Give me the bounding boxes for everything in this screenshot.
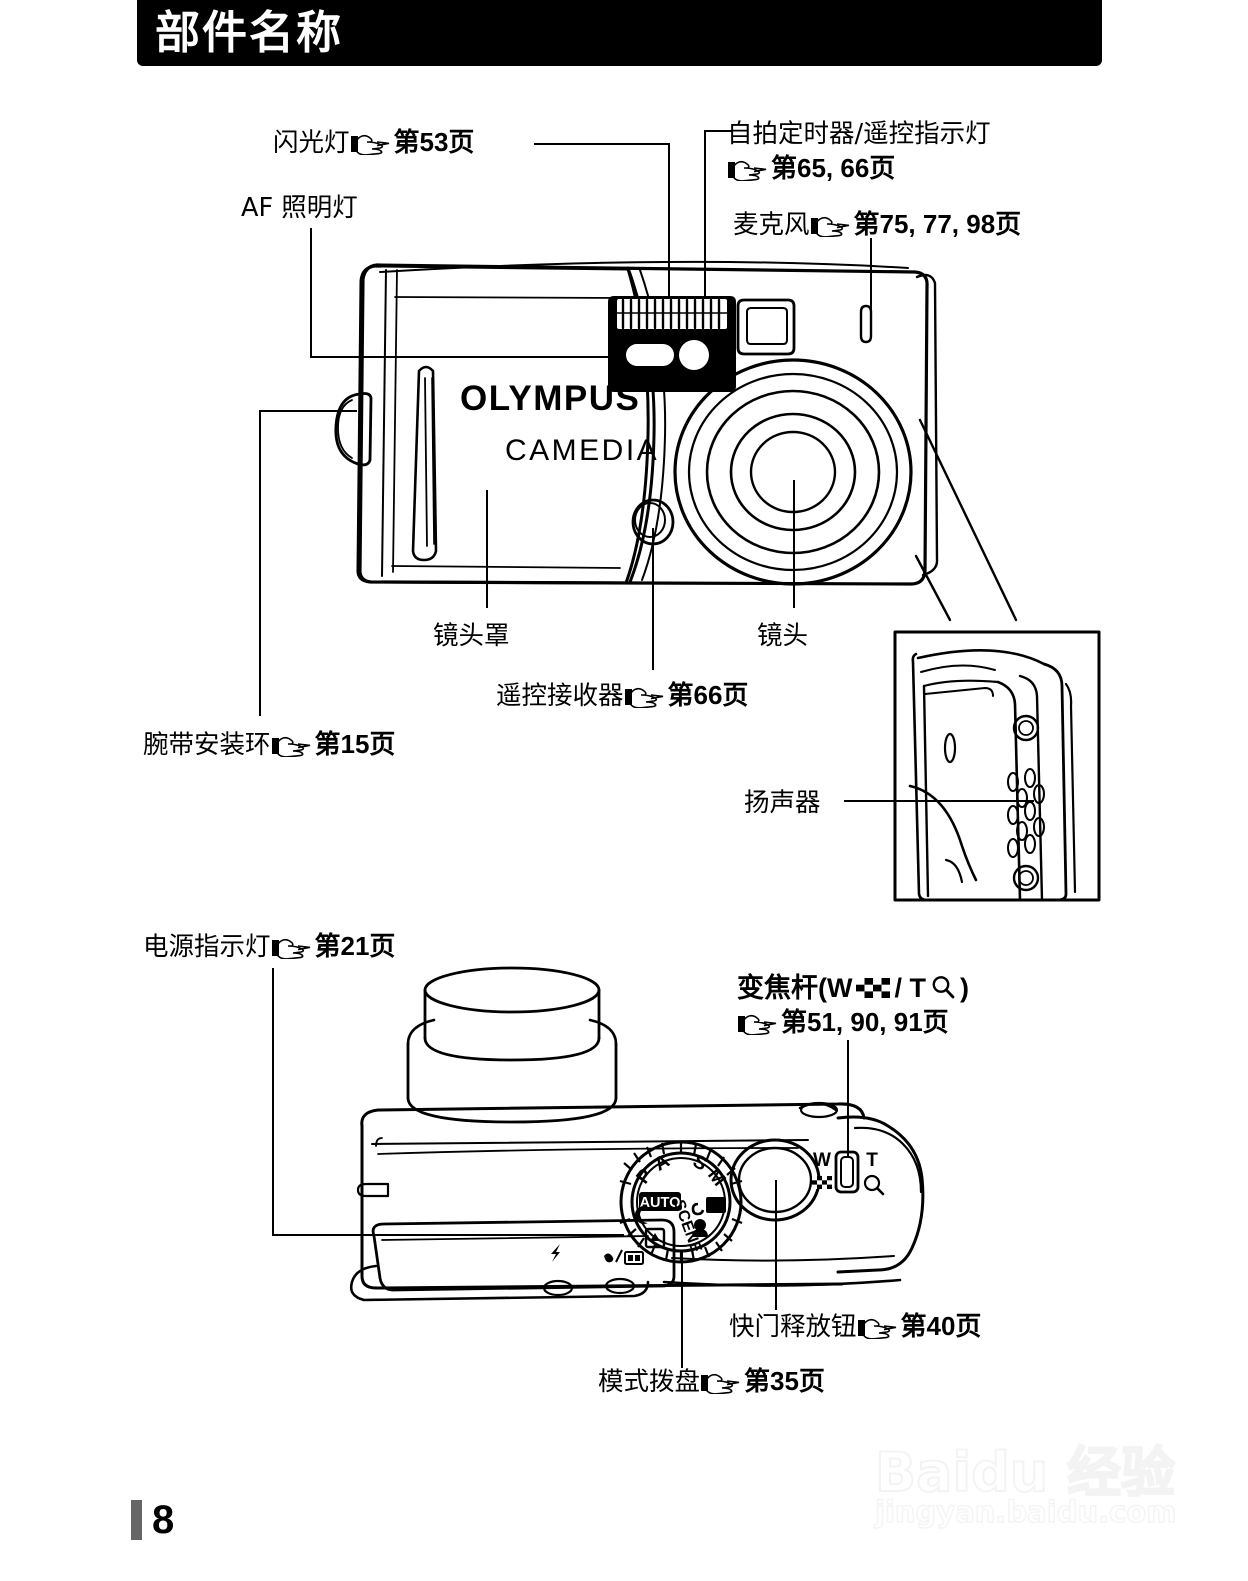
label-remote-receiver: 遥控接收器 第66页	[496, 679, 748, 717]
mode-movie-icon	[691, 1197, 726, 1216]
leader-af-v	[310, 228, 312, 358]
pointing-hand-icon	[810, 213, 851, 246]
label-zoom-lever-page-line: 第51, 90, 91页	[737, 1006, 949, 1044]
zoom-lever-t-label: T	[866, 1150, 878, 1171]
mode-auto-label: AUTO	[640, 1195, 681, 1211]
index-display-icon	[856, 976, 891, 1009]
page-header-banner: 部件名称	[137, 0, 1102, 66]
leader-selftimer-h	[704, 130, 732, 132]
pointing-hand-icon	[738, 1011, 778, 1044]
label-zoom-lever-mid: / T	[894, 973, 926, 1003]
magnifier-icon	[930, 974, 956, 1009]
mode-dial: AUTO P A S M SCENE	[619, 1140, 743, 1264]
leader-lens-cover-v	[486, 490, 488, 608]
leader-selftimer-v	[704, 130, 706, 310]
label-selftimer-text: 自拍定时器/遥控指示灯	[727, 119, 991, 149]
mode-scene-label: SCENE	[670, 1198, 705, 1256]
label-selftimer-page-line: 第65, 66页	[727, 152, 895, 190]
brand-olympus: OLYMPUS	[460, 379, 640, 418]
leader-af-h	[310, 356, 650, 358]
leader-power-lamp-h	[272, 1234, 624, 1236]
pointing-hand-icon	[728, 157, 768, 190]
speaker-grille	[1007, 768, 1045, 858]
label-selftimer-page: 第65, 66页	[771, 153, 896, 183]
mode-playback-icon	[644, 1227, 666, 1249]
label-mode-dial-text: 模式拨盘	[598, 1367, 701, 1397]
magnifier-icon-art	[863, 1174, 885, 1196]
leader-flash-h	[534, 143, 670, 145]
label-power-lamp-text: 电源指示灯	[143, 932, 271, 962]
watermark-main-text: Baidu 经验	[874, 1440, 1176, 1505]
label-mode-dial: 模式拨盘 第35页	[598, 1365, 825, 1403]
label-shutter-button-text: 快门释放钮	[729, 1312, 857, 1342]
label-strap-eyelet-page: 第15页	[314, 729, 396, 759]
rear-button-glyphs	[551, 1244, 644, 1265]
pointing-hand-icon	[701, 1370, 741, 1403]
zoom-lever-w-label: W	[813, 1150, 831, 1171]
label-microphone-text: 麦克风	[733, 210, 810, 240]
mode-a-label: A	[651, 1151, 674, 1176]
index-display-icon-art	[812, 1176, 832, 1189]
page-number: 8	[152, 1498, 175, 1542]
mode-portrait-icon	[692, 1219, 708, 1237]
brand-camedia: CAMEDIA	[505, 434, 659, 467]
leader-power-lamp-v	[272, 968, 274, 1236]
label-remote-receiver-text: 遥控接收器	[496, 681, 624, 711]
mode-p-label: P	[632, 1165, 657, 1188]
label-mode-dial-page: 第35页	[744, 1366, 825, 1396]
label-shutter-button: 快门释放钮 第40页	[729, 1310, 981, 1348]
label-power-lamp: 电源指示灯 第21页	[143, 930, 395, 968]
mode-m-label: M	[703, 1165, 729, 1190]
label-flash-text: 闪光灯	[273, 128, 350, 158]
leader-zoom-lever-v	[847, 1040, 849, 1158]
leader-speaker-h	[844, 800, 1034, 802]
label-zoom-lever-page: 第51, 90, 91页	[781, 1007, 949, 1037]
pointing-hand-icon	[857, 1315, 898, 1348]
mode-s-label: S	[689, 1151, 710, 1176]
watermark-sub-text: jingyan.baidu.com	[874, 1494, 1177, 1530]
leader-lens-v	[793, 480, 795, 608]
leader-mode-dial-v	[681, 1250, 683, 1368]
mode-setup-icon	[634, 1206, 648, 1224]
pointing-hand-icon	[624, 684, 665, 717]
label-microphone: 麦克风 第75, 77, 98页	[733, 208, 1021, 246]
label-speaker: 扬声器	[744, 788, 821, 818]
leader-strap-h	[259, 410, 357, 412]
pointing-hand-icon	[350, 131, 391, 164]
leader-flash-v	[668, 143, 670, 315]
label-microphone-page: 第75, 77, 98页	[853, 209, 1022, 239]
label-af-illuminator: AF 照明灯	[241, 193, 358, 223]
label-zoom-lever-close: )	[959, 973, 969, 1003]
pointing-hand-icon	[271, 935, 312, 968]
label-lens: 镜头	[757, 621, 809, 651]
label-strap-eyelet: 腕带安装环 第15页	[143, 728, 395, 766]
footer-accent-bar	[131, 1500, 142, 1540]
baidu-watermark: Baidu 经验 jingyan.baidu.com	[865, 1400, 1195, 1550]
label-flash-page: 第53页	[393, 127, 475, 157]
label-zoom-lever: 变焦杆(W / T)	[737, 972, 969, 1009]
label-flash: 闪光灯 第53页	[273, 126, 474, 164]
label-selftimer: 自拍定时器/遥控指示灯	[727, 118, 991, 151]
page-title: 部件名称	[155, 6, 344, 59]
leader-remote-receiver-v	[652, 528, 654, 670]
pointing-hand-icon	[271, 733, 312, 766]
leader-shutter-v	[775, 1180, 777, 1310]
label-strap-eyelet-text: 腕带安装环	[143, 730, 271, 760]
label-power-lamp-page: 第21页	[314, 931, 396, 961]
label-shutter-button-page: 第40页	[900, 1311, 982, 1341]
label-remote-receiver-page: 第66页	[667, 680, 749, 710]
label-zoom-lever-text: 变焦杆(W	[737, 973, 853, 1003]
leader-microphone-v	[870, 238, 872, 310]
leader-strap-v	[259, 410, 261, 716]
label-lens-cover: 镜头罩	[433, 621, 510, 651]
